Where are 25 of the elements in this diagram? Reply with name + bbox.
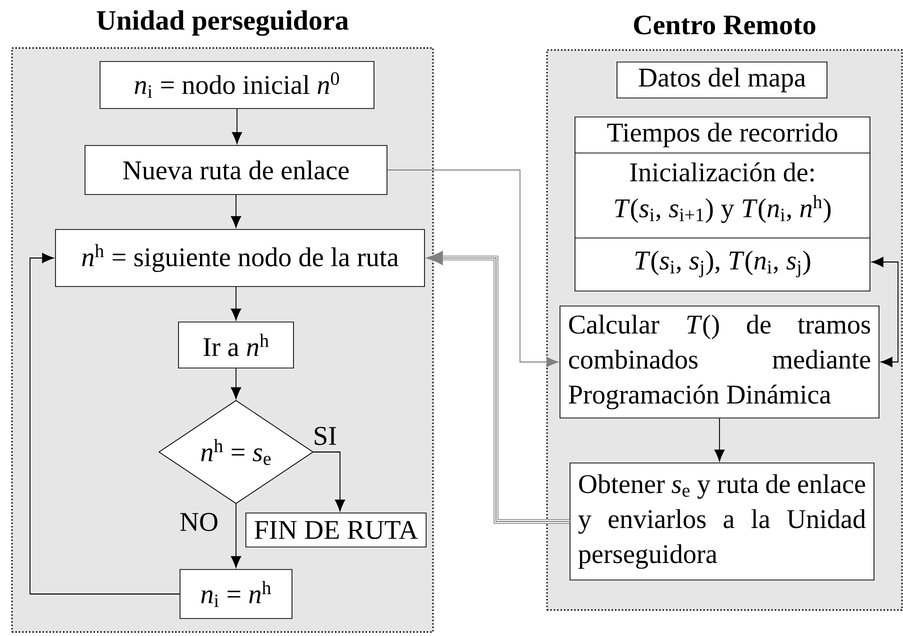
arrow [30, 252, 180, 594]
node-label: Centro Remoto [634, 16, 816, 34]
arrow [714, 418, 725, 462]
arrow [872, 256, 898, 368]
process-box: Obtener s$_{e}$ y ruta de enlace y enviarlos a la Unidad perseguidora [570, 462, 874, 580]
process-box: Ir a n$^{h}$ [178, 322, 294, 368]
arrow [230, 368, 242, 400]
arrow [426, 250, 570, 524]
arrow [386, 170, 558, 368]
process-box: n$^{h}$ = siguiente nodo de la ruta [55, 229, 425, 287]
edge-label: NO [178, 512, 220, 532]
process-box: FIN DE RUTA [245, 512, 427, 548]
process-box: n$_{i}$ = nodo inicial n$^{0}$ [100, 61, 374, 109]
process-box: Datos del mapa [616, 62, 828, 98]
arrow [312, 452, 346, 512]
process-box: n$_{i}$ = n$^{h}$ [180, 569, 292, 619]
node-label: Unidad perseguidora [96, 10, 348, 36]
process-box: Nueva ruta de enlace [84, 145, 388, 195]
arrow [230, 503, 242, 568]
arrow [230, 194, 242, 228]
edge-label: SI [312, 426, 338, 446]
arrow [230, 286, 242, 320]
process-box: Calcular T() de tramos combinados mediante Programación Dinámica [560, 306, 880, 418]
table-box: Tiempos de recorrido Inicialización de: T(s$_{i}$, s$_{i+1}$) y T(n$_{i}$, n$^{h}$) T(s$_{i}$, s$_{j}$), T(n$_{i}$, s$_{j}$) [574, 116, 870, 292]
arrow [232, 108, 242, 144]
